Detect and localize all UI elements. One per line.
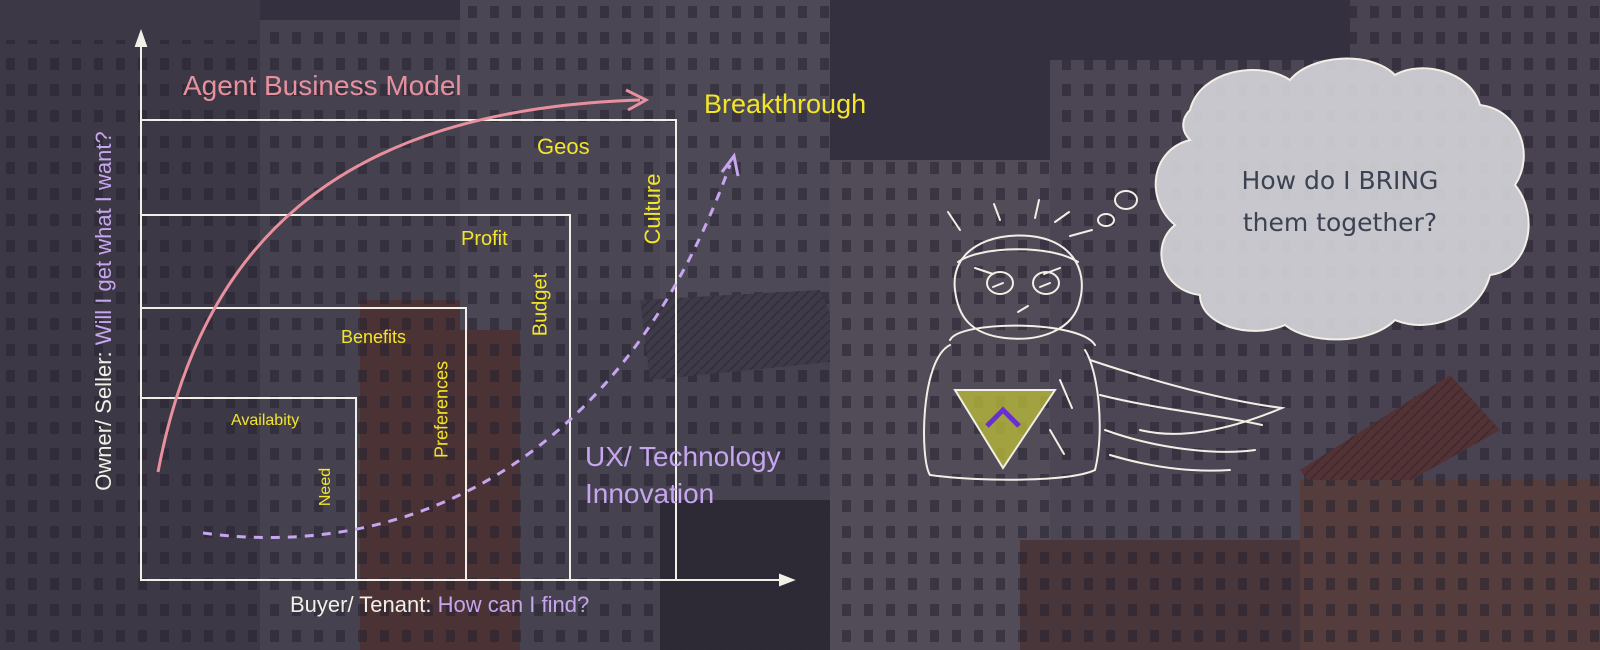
- chevron-up-icon: [985, 406, 1021, 428]
- x-axis-prefix: Buyer/ Tenant:: [290, 592, 438, 617]
- innovation-label: UX/ Technology Innovation: [585, 438, 781, 512]
- level-label-preferences: Preferences: [431, 360, 452, 459]
- innovation-label-line1: UX/ Technology: [585, 441, 781, 472]
- diagram-title: Agent Business Model: [183, 70, 462, 101]
- hero-shield-icon: [953, 389, 1057, 470]
- x-axis-label: Buyer/ Tenant: How can I find?: [290, 592, 589, 618]
- thought-bubble-line1: How do I BRING: [1241, 166, 1439, 195]
- breakthrough-label: Breakthrough: [704, 89, 867, 119]
- nested-level-boxes: [140, 119, 677, 581]
- level-label-profit: Profit: [461, 228, 508, 250]
- superhero-sketch-icon: [923, 199, 1286, 481]
- level-label-budget: Budget: [529, 272, 552, 337]
- innovation-arrowhead: [720, 152, 740, 177]
- level-label-benefits: Benefits: [341, 327, 407, 347]
- level-label-need: Need: [317, 467, 334, 507]
- thought-bubble-text: How do I BRING them together?: [1200, 160, 1480, 244]
- y-axis-label: Owner/ Seller: Will I get what I want?: [91, 71, 117, 551]
- business-model-curve: [156, 98, 641, 473]
- innovation-label-line2: Innovation: [585, 478, 715, 509]
- y-axis-question: Will I get what I want?: [91, 131, 116, 346]
- x-axis-question: How can I find?: [437, 592, 590, 617]
- thought-cloud-icon: [1154, 57, 1530, 341]
- level-label-availability: Availabity: [231, 412, 300, 429]
- level-label-geos: Geos: [537, 134, 590, 159]
- innovation-curve: [202, 164, 732, 540]
- thought-bubble-line2: them together?: [1242, 208, 1438, 237]
- y-axis-prefix: Owner/ Seller:: [91, 345, 116, 491]
- level-label-culture: Culture: [640, 173, 665, 245]
- business-model-arrowhead: [625, 88, 650, 112]
- box-culture: [140, 119, 677, 581]
- thought-bubble-dot-small: [1097, 213, 1115, 227]
- thought-bubble-dot-large: [1114, 190, 1138, 210]
